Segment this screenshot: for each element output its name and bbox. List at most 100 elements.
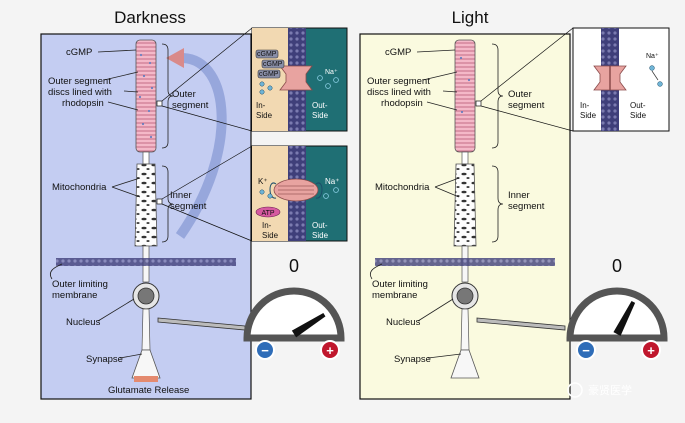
cgmp-molecule: [261, 59, 285, 69]
light-leaders: [370, 43, 504, 359]
darkness-inner-segment: [134, 163, 158, 247]
light-olm-band: [375, 258, 555, 266]
darkness-outer-segment: [135, 39, 157, 153]
darkness-inner-segment-label-1: Inner: [170, 190, 192, 201]
darkness-plus-sign: +: [326, 343, 334, 358]
light-plus-terminal: [641, 340, 661, 360]
light-discs-label-1: Outer segment: [367, 76, 430, 87]
cgmp-molecule: [257, 69, 281, 79]
darkness-meter-dial: [243, 287, 345, 342]
light-title: Light: [452, 8, 489, 27]
darkness-discs-label-1: Outer segment: [48, 76, 111, 87]
darkness-inset-k: K⁺: [258, 177, 268, 186]
darkness-meter: 0 − +: [243, 256, 345, 360]
darkness-inset-atp: ATP: [261, 210, 274, 217]
light-minus-sign: −: [582, 343, 590, 358]
darkness-inset2-inside-2: Side: [262, 231, 279, 240]
darkness-olm-label-1: Outer limiting: [52, 279, 108, 290]
light-outer-segment: [454, 39, 476, 153]
light-inset-inside-2: Side: [580, 111, 597, 120]
watermark: 豪贤医学: [567, 382, 632, 398]
light-nucleus-label: Nucleus: [386, 317, 421, 328]
light-inset-outer: Na⁺ In- Side Out- Side: [572, 27, 670, 132]
darkness-inset-outside-2: Side: [312, 111, 329, 120]
light-labels: cGMP Outer segment discs lined with rhod…: [367, 47, 545, 365]
light-inset-outside-2: Side: [630, 111, 647, 120]
darkness-current-arrow: [175, 53, 227, 239]
light-meter-needle: [613, 301, 636, 336]
light-meter-zero: 0: [612, 256, 622, 276]
darkness-cgmp-channel: [279, 65, 313, 91]
darkness-inset-cgmp-2: cGMP: [263, 61, 283, 68]
darkness-inset2-outside-2: Side: [312, 231, 329, 240]
light-panel: Light cGMP Outer segment discs lined wit…: [359, 8, 670, 400]
darkness-inset-leaders: [156, 27, 253, 242]
darkness-inset-inner: K⁺ Na⁺ ATP In- Side Out- Side: [251, 145, 348, 242]
light-olm-label-2: membrane: [372, 290, 417, 301]
darkness-discs-label-3: rhodopsin: [62, 98, 104, 109]
darkness-inset2-outside-1: Out-: [312, 221, 328, 230]
darkness-minus-sign: −: [261, 343, 269, 358]
light-cgmp-label: cGMP: [385, 47, 411, 58]
darkness-inset2-inside-1: In-: [262, 221, 272, 230]
darkness-synapse-label: Synapse: [86, 354, 123, 365]
light-inset-na: Na⁺: [646, 53, 659, 60]
light-electrode: [476, 317, 566, 331]
light-inset-inside-1: In-: [580, 101, 590, 110]
light-mitochondria-label: Mitochondria: [375, 182, 430, 193]
darkness-leaders: [50, 43, 174, 359]
darkness-inset-na2: Na⁺: [325, 177, 339, 186]
darkness-inset-cgmp-3: cGMP: [259, 71, 279, 78]
light-inner-segment-label-2: segment: [508, 201, 545, 212]
light-inner-segment: [453, 163, 477, 247]
darkness-inner-segment-label-2: segment: [170, 201, 207, 212]
light-outer-segment-label-1: Outer: [508, 89, 532, 100]
darkness-glutamate: [134, 376, 158, 382]
darkness-inset-outside-1: Out-: [312, 101, 328, 110]
darkness-minus-terminal: [255, 340, 275, 360]
darkness-nucleus-label: Nucleus: [66, 317, 101, 328]
light-plus-sign: +: [647, 343, 655, 358]
darkness-panel: Darkness cGMP Outer segme: [40, 8, 348, 400]
darkness-title: Darkness: [114, 8, 186, 27]
light-meter-dial: [566, 287, 668, 342]
darkness-inset-na: Na⁺: [325, 69, 338, 76]
light-synapse-label: Synapse: [394, 354, 431, 365]
light-inset-outside-1: Out-: [630, 101, 646, 110]
darkness-plus-terminal: [320, 340, 340, 360]
darkness-synapse-terminal: [131, 349, 161, 379]
wechat-icon: [567, 382, 583, 398]
cgmp-molecule: [255, 49, 279, 59]
light-minus-terminal: [576, 340, 596, 360]
darkness-outer-segment-label-2: segment: [172, 100, 209, 111]
light-outer-segment-label-2: segment: [508, 100, 545, 111]
darkness-current-arrowhead: [166, 48, 184, 68]
darkness-inset-inside-2: Side: [256, 111, 273, 120]
light-inner-segment-label-1: Inner: [508, 190, 530, 201]
darkness-mitochondria-label: Mitochondria: [52, 182, 107, 193]
darkness-olm-label-2: membrane: [52, 290, 97, 301]
darkness-cgmp-label: cGMP: [66, 47, 92, 58]
light-discs-label-3: rhodopsin: [381, 98, 423, 109]
darkness-inset-cgmp-1: cGMP: [257, 51, 277, 58]
light-rod-cell: [450, 39, 480, 379]
light-meter: 0 − +: [566, 256, 668, 360]
atp-molecule: [255, 206, 281, 218]
darkness-discs-label-2: discs lined with: [48, 87, 112, 98]
darkness-inset-inside-1: In-: [256, 101, 266, 110]
darkness-meter-zero: 0: [289, 256, 299, 276]
darkness-labels: cGMP Outer segment discs lined with rhod…: [48, 47, 209, 396]
darkness-olm-band: [56, 258, 236, 266]
darkness-outer-segment-label-1: Outer: [172, 89, 196, 100]
light-olm-label-1: Outer limiting: [372, 279, 428, 290]
darkness-rod-cell: [131, 39, 161, 382]
light-synapse-terminal: [450, 349, 480, 379]
darkness-inset-outer: cGMP cGMP cGMP Na⁺ In- Side Out- Side: [251, 27, 348, 132]
light-discs-label-2: discs lined with: [367, 87, 431, 98]
watermark-text: 豪贤医学: [588, 383, 632, 397]
darkness-meter-needle: [291, 313, 326, 338]
darkness-glutamate-label: Glutamate Release: [108, 385, 189, 396]
light-inset-leaders: [475, 27, 574, 132]
